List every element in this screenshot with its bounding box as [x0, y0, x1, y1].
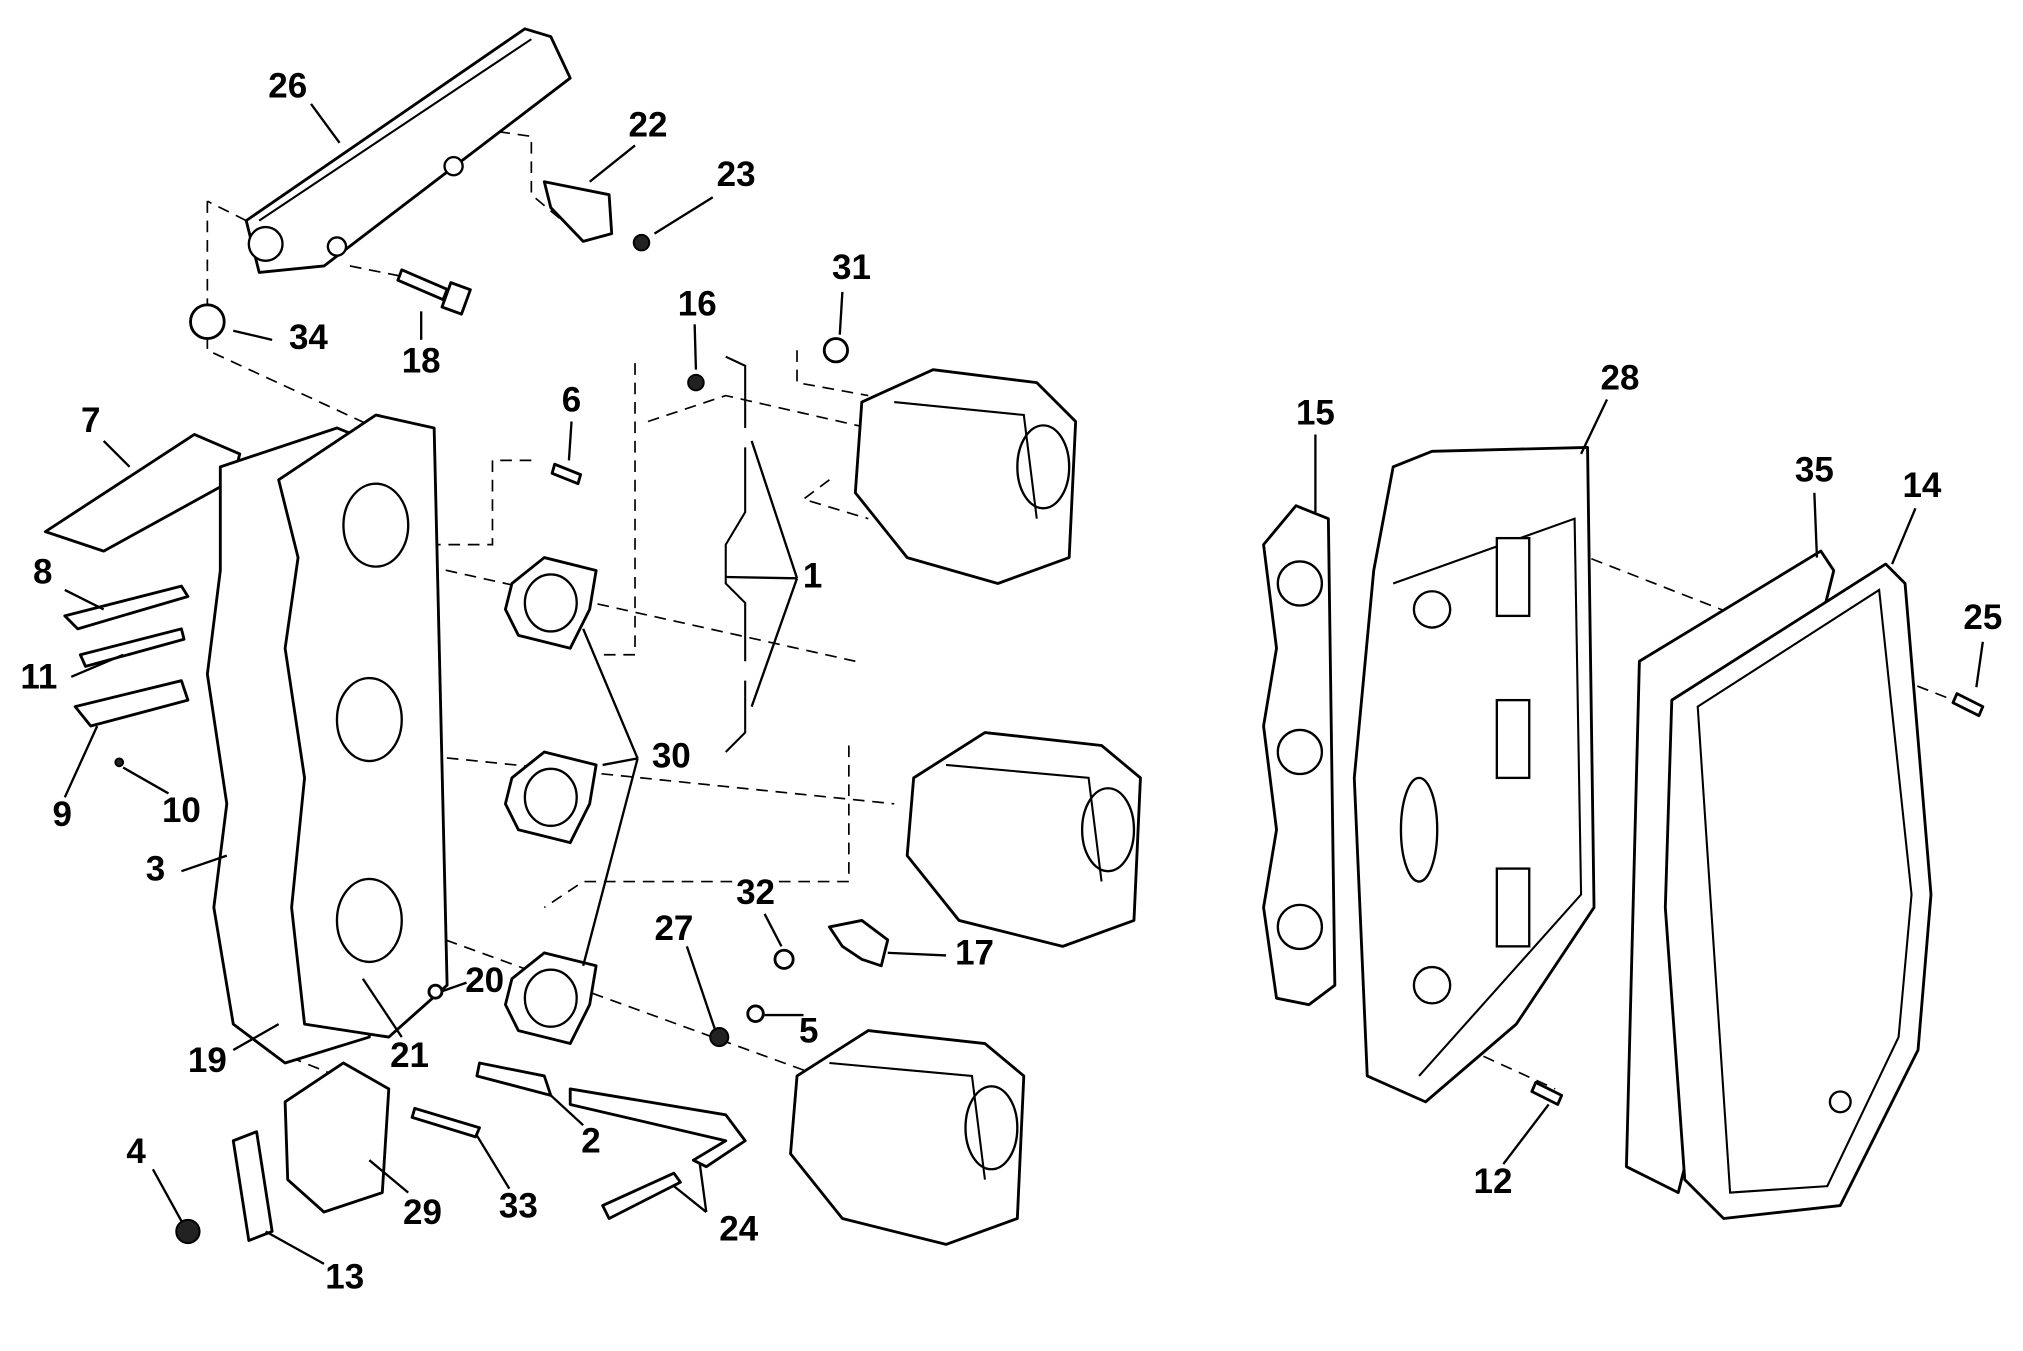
label-31: 31 — [832, 248, 871, 287]
part-30-carburetor-gaskets — [504, 556, 598, 1045]
label-27: 27 — [654, 909, 693, 948]
part-15-gasket — [1262, 504, 1337, 1007]
part-29-bracket — [283, 1061, 391, 1214]
label-30: 30 — [652, 737, 691, 776]
part-32-nut — [773, 948, 795, 970]
part-31-nut — [822, 337, 849, 364]
label-34: 34 — [289, 318, 328, 357]
label-23: 23 — [717, 155, 756, 194]
label-11: 11 — [20, 658, 57, 697]
label-17: 17 — [955, 934, 994, 973]
part-5-washer — [746, 1004, 765, 1023]
part-1-link-rods — [724, 355, 747, 753]
part-6-screw — [550, 462, 583, 486]
part-28-intake-cover — [1352, 445, 1596, 1104]
label-3: 3 — [146, 849, 165, 888]
leader-lines — [63, 103, 1984, 1265]
carburetor-middle — [905, 731, 1142, 948]
label-21: 21 — [390, 1036, 429, 1075]
part-33-screw — [410, 1106, 481, 1139]
label-28: 28 — [1600, 358, 1639, 397]
label-4: 4 — [126, 1132, 146, 1171]
label-35: 35 — [1795, 450, 1834, 489]
part-17-clip — [827, 919, 890, 968]
part-4-screw — [175, 1218, 201, 1245]
label-2: 2 — [581, 1122, 600, 1161]
label-7: 7 — [81, 401, 100, 440]
label-19: 19 — [188, 1041, 227, 1080]
part-24-hose-short — [601, 1171, 682, 1220]
label-32: 32 — [736, 873, 775, 912]
label-29: 29 — [403, 1193, 442, 1232]
label-5: 5 — [799, 1011, 818, 1050]
part-20-fitting — [427, 983, 444, 1000]
label-13: 13 — [325, 1258, 364, 1297]
part-18-bolt — [396, 268, 472, 316]
label-16: 16 — [678, 284, 717, 323]
part-2-bolt — [475, 1061, 553, 1097]
label-20: 20 — [465, 961, 504, 1000]
carburetor-top — [853, 368, 1078, 585]
label-26: 26 — [268, 67, 307, 106]
label-9: 9 — [52, 795, 71, 834]
part-25-screw — [1951, 692, 1985, 718]
part-8-reed-petal — [63, 584, 190, 631]
label-8: 8 — [33, 553, 52, 592]
part-9-reed-plate — [73, 679, 190, 728]
carburetor-bottom — [789, 1029, 1026, 1246]
label-25: 25 — [1963, 598, 2002, 637]
label-6: 6 — [562, 380, 581, 419]
label-12: 12 — [1473, 1162, 1512, 1201]
part-27-screw — [709, 1027, 730, 1048]
label-33: 33 — [499, 1186, 538, 1225]
part-22-bracket — [542, 180, 614, 243]
part-12-screw — [1530, 1081, 1564, 1106]
label-15: 15 — [1296, 393, 1335, 432]
label-22: 22 — [629, 106, 668, 145]
label-18: 18 — [402, 341, 441, 380]
part-24-hose-long — [568, 1087, 747, 1169]
part-7-reed-housing — [43, 433, 242, 553]
part-10-screw — [114, 757, 125, 768]
label-14: 14 — [1902, 466, 1941, 505]
label-10: 10 — [162, 791, 201, 830]
label-24: 24 — [719, 1210, 758, 1249]
part-16-fitting — [687, 373, 705, 392]
part-19-carburetor-adapter — [277, 413, 449, 1039]
part-labels: 26 22 23 31 16 34 18 6 7 15 28 35 14 25 … — [20, 67, 2002, 1297]
part-14-silencer-cover — [1663, 562, 1933, 1220]
part-26-intake-manifold — [244, 27, 572, 274]
part-13-plate — [231, 1130, 274, 1242]
label-1: 1 — [803, 557, 822, 596]
part-11-reed-stop — [78, 627, 186, 668]
part-23-screw — [632, 233, 651, 252]
part-34-plug — [189, 303, 226, 340]
